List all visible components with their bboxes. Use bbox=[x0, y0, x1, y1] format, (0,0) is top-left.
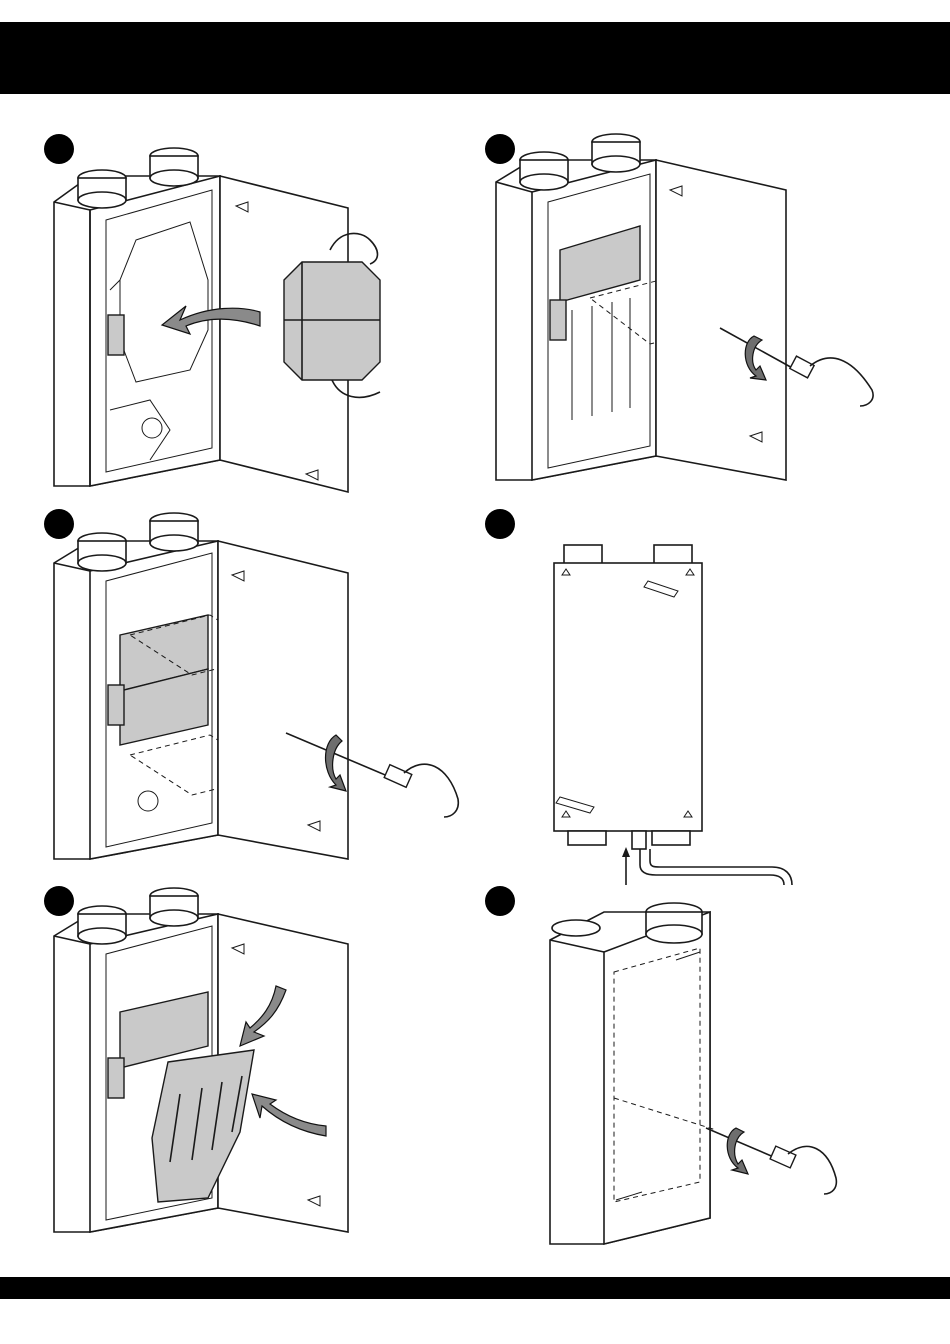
step-3-illustration bbox=[40, 505, 460, 875]
ventilation-unit-open-drawing bbox=[40, 130, 400, 500]
ventilation-unit-frame-screws-drawing bbox=[40, 505, 460, 875]
ventilation-unit-fan-cover-drawing bbox=[480, 130, 900, 500]
step-6-illustration bbox=[480, 882, 900, 1252]
step-1-illustration bbox=[40, 130, 400, 500]
footer-bar bbox=[0, 1277, 950, 1299]
step-4-illustration bbox=[480, 505, 900, 890]
step-1-badge bbox=[44, 134, 74, 164]
step-3-badge bbox=[44, 509, 74, 539]
step-6-badge bbox=[485, 886, 515, 916]
ventilation-unit-closed-drawing bbox=[480, 882, 900, 1252]
ventilation-unit-cover-plate-drawing bbox=[40, 882, 400, 1252]
header-bar bbox=[0, 22, 950, 94]
step-2-illustration bbox=[480, 130, 900, 500]
step-4-badge bbox=[485, 509, 515, 539]
ventilation-unit-rear-drawing bbox=[480, 505, 900, 890]
step-5-illustration bbox=[40, 882, 400, 1252]
arrow-up-icon bbox=[622, 847, 630, 857]
step-5-badge bbox=[44, 886, 74, 916]
step-2-badge bbox=[485, 134, 515, 164]
